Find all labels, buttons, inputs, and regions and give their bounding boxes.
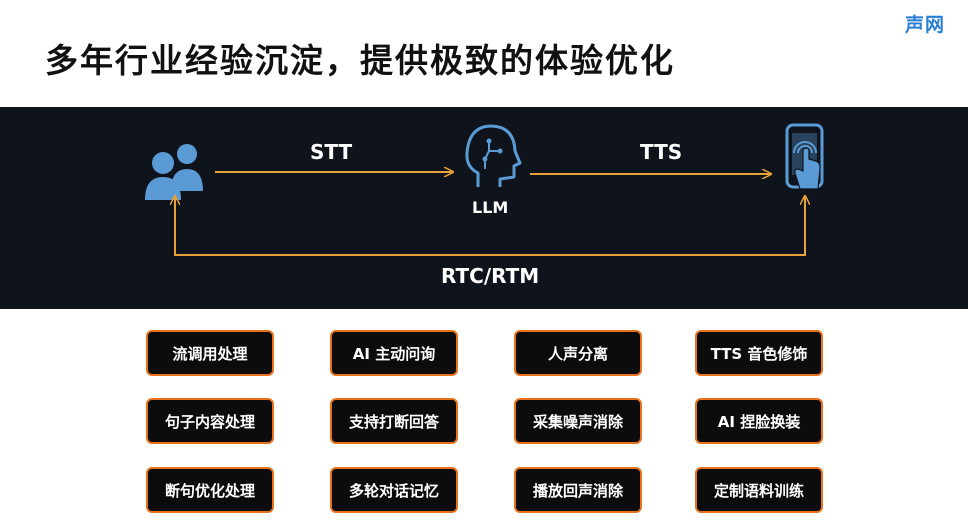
tts-label: TTS: [640, 140, 683, 164]
flow-diagram-canvas: [145, 123, 824, 256]
rtc-rtm-label: RTC/RTM: [441, 264, 540, 288]
feature-echo-cancel: 播放回声消除: [514, 467, 642, 513]
page-title: 多年行业经验沉淀，提供极致的体验优化: [45, 41, 675, 80]
feature-sentence-processing: 句子内容处理: [146, 398, 274, 444]
feature-interrupt-support: 支持打断回答: [330, 398, 458, 444]
feature-multi-turn-memory: 多轮对话记忆: [330, 467, 458, 513]
brand-logo: 声网: [905, 14, 946, 36]
flow-diagram: STT LLM TTS RTC/RTM: [0, 107, 968, 309]
users-icon: [145, 144, 203, 200]
feature-ai-proactive-inquiry: AI 主动问询: [330, 330, 458, 376]
feature-tts-voice-tuning: TTS 音色修饰: [695, 330, 823, 376]
feature-segmentation: 断句优化处理: [146, 467, 274, 513]
phone-touch-icon: [785, 123, 824, 190]
feature-stream-call: 流调用处理: [146, 330, 274, 376]
feature-custom-corpus: 定制语料训练: [695, 467, 823, 513]
feature-ai-avatar: AI 捏脸换装: [695, 398, 823, 444]
llm-label: LLM: [472, 198, 509, 217]
brain-circuit-icon: [465, 124, 522, 187]
rtc-rtm-return-arrow: [175, 197, 806, 256]
stt-label: STT: [310, 140, 353, 164]
feature-voice-separation: 人声分离: [514, 330, 642, 376]
feature-capture-noise-cancel: 采集噪声消除: [514, 398, 642, 444]
